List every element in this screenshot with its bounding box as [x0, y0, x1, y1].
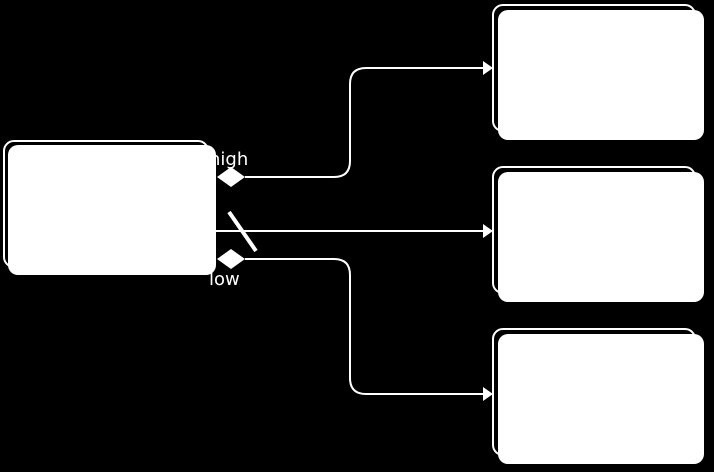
diamond-icon	[217, 249, 245, 269]
arrow-right-icon	[483, 387, 493, 401]
target-node-middle	[492, 166, 704, 302]
target-node-bottom	[492, 328, 704, 464]
edge-high: high	[209, 61, 493, 187]
source-node	[3, 140, 216, 275]
diamond-icon	[217, 167, 245, 187]
arrow-right-icon	[483, 224, 493, 238]
edge-high-line	[245, 67, 486, 178]
edge-low: low	[209, 249, 493, 401]
edge-bus	[216, 210, 493, 253]
slash-icon	[227, 210, 258, 253]
target-node-top	[492, 4, 704, 140]
edge-high-label: high	[209, 149, 248, 170]
arrow-right-icon	[483, 61, 493, 75]
edge-low-label: low	[209, 269, 240, 290]
edge-low-line	[245, 258, 486, 395]
